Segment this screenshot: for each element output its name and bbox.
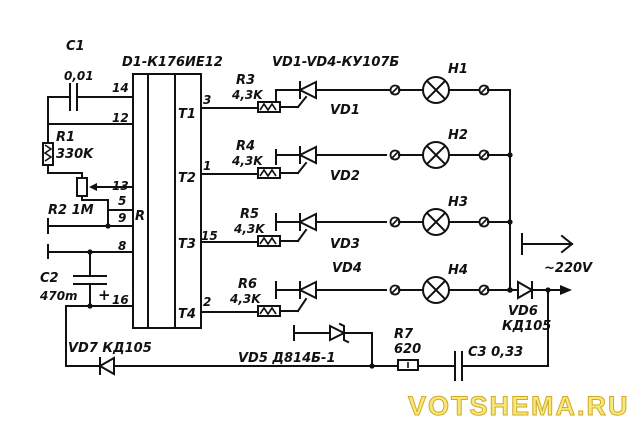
channel-3: R5 4,3K VD3 H3 (200, 195, 511, 252)
channel-2: R4 4,3K VD2 H2 (200, 128, 511, 184)
vd5-label: VD5 Д814Б-1 (238, 351, 336, 366)
channel-1: R3 4,3K VD1 H1 (200, 62, 511, 118)
pin-16: 16 (112, 293, 129, 307)
r4-value: 4,3K (231, 154, 264, 168)
chip-d1: D1-К176ИЕ12 R (122, 55, 223, 329)
pin-num-3: 3 (203, 93, 211, 107)
r5-value: 4,3K (233, 222, 266, 236)
mains-bus: ~220V VD6 КД105 (502, 89, 593, 367)
r7-value: 620 (394, 342, 421, 357)
pin-t3: T3 (178, 237, 196, 252)
pin-5: 5 (118, 194, 126, 208)
r1-value: 330K (56, 147, 94, 162)
chip-label: D1-К176ИЕ12 (122, 55, 223, 70)
c2-plus: + (98, 286, 111, 304)
pin-8: 8 (118, 239, 126, 253)
h2-label: H2 (448, 128, 468, 143)
pin-t1: T1 (178, 107, 196, 122)
pin-9: 9 (118, 211, 126, 225)
timing-network: C1 0,01 R1 330K R2 1M (42, 39, 134, 234)
pin-t2: T2 (178, 171, 196, 186)
vd6-value: КД105 (502, 319, 551, 334)
vd2-label: VD2 (330, 169, 360, 184)
c2-value: 470m (39, 289, 78, 303)
pin-14: 14 (112, 81, 129, 95)
pin-12: 12 (112, 111, 129, 125)
vd6-name: VD6 (508, 304, 538, 319)
vd3-label: VD3 (330, 237, 360, 252)
r3-name: R3 (236, 73, 255, 88)
pin-num-2: 2 (203, 295, 211, 309)
vd7-label: VD7 КД105 (68, 341, 152, 356)
supply-filter: C2 470m + (39, 244, 134, 367)
mains-label: ~220V (544, 261, 593, 276)
h1-label: H1 (448, 62, 468, 77)
r4-name: R4 (236, 139, 255, 154)
c1-value: 0,01 (64, 69, 94, 83)
c2-name: C2 (40, 271, 59, 286)
r2-label: R2 1M (48, 203, 94, 218)
vd4-label: VD4 (332, 261, 362, 276)
r7-name: R7 (394, 327, 414, 342)
chip-left-pins: 14 12 13 5 9 8 16 (112, 81, 129, 307)
h3-label: H3 (448, 195, 468, 210)
r5-name: R5 (240, 207, 259, 222)
pin-num-1: 1 (203, 159, 211, 173)
r1-name: R1 (56, 130, 75, 145)
pin-num-15: 15 (201, 229, 218, 243)
bottom-rail: VD7 КД105 VD5 Д814Б-1 R7 620 C3 0,33 (65, 322, 549, 381)
vd1-label: VD1 (330, 103, 360, 118)
c1-name: C1 (66, 39, 85, 54)
h4-label: H4 (448, 263, 468, 278)
c3-label: C3 0,33 (468, 345, 523, 360)
chip-right-pins: T1 T2 T3 T4 3 1 15 2 (178, 93, 218, 322)
chip-reset-label: R (135, 209, 145, 224)
watermark: VOTSHEMA.RU (408, 391, 630, 421)
r6-value: 4,3K (229, 292, 262, 306)
r3-value: 4,3K (231, 88, 264, 102)
channel-4: R6 4,3K VD4 H4 (200, 261, 513, 317)
r6-name: R6 (238, 277, 257, 292)
thyristors-header: VD1-VD4-КУ107Б (272, 55, 399, 70)
pin-t4: T4 (178, 307, 196, 322)
